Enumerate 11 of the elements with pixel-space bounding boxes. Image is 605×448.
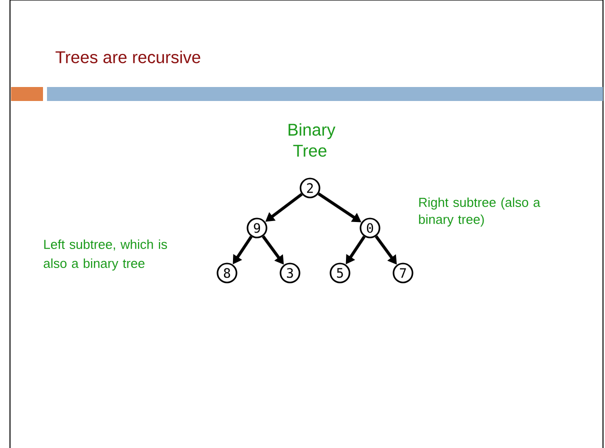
annotation: Binary Tree (288, 123, 336, 157)
annotation: Right subtree (also a binary tree) (419, 197, 540, 227)
tree-node: 8 (216, 262, 238, 284)
tree-node: 7 (392, 262, 414, 284)
tree-node: 5 (330, 262, 350, 284)
tree-node: 3 (280, 262, 300, 284)
slide-title: Trees are recursive (56, 50, 200, 64)
tree-node: 2 (300, 178, 320, 198)
tree-node: 9 (246, 218, 268, 238)
annotation: Left subtree, which is also a binary tree (44, 239, 167, 271)
tree-node: 0 (360, 218, 380, 238)
